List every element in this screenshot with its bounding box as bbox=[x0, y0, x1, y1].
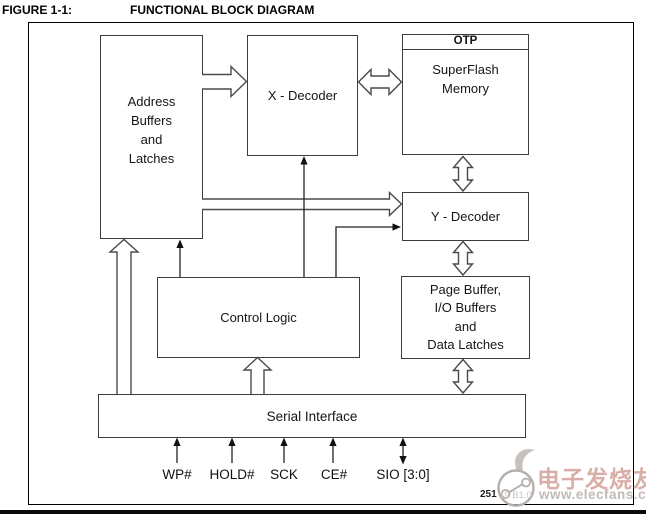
block-serial-interface-label: Serial Interface bbox=[266, 408, 358, 424]
watermark-url-text: www.elecfans.com bbox=[539, 487, 646, 502]
block-page-buffer-label: Page Buffer, I/O Buffers and Data Latche… bbox=[427, 281, 504, 353]
signal-label-hold: HOLD# bbox=[209, 467, 255, 482]
otp-header: OTP bbox=[403, 35, 528, 50]
page-bottom-rule bbox=[0, 510, 646, 514]
block-control-logic-label: Control Logic bbox=[220, 310, 297, 325]
block-superflash-label: SuperFlash Memory bbox=[432, 62, 499, 96]
block-page-buffer: Page Buffer, I/O Buffers and Data Latche… bbox=[401, 276, 530, 359]
figure-number: FIGURE 1-1: bbox=[2, 3, 73, 17]
figure-title: FUNCTIONAL BLOCK DIAGRAM bbox=[130, 3, 315, 17]
block-control-logic: Control Logic bbox=[157, 277, 360, 358]
watermark-chinese-text: 电子发烧友 bbox=[537, 466, 646, 492]
signal-label-sio: SIO [3:0] bbox=[376, 467, 430, 482]
block-x-decoder: X - Decoder bbox=[247, 35, 358, 156]
block-address-buffers: Address Buffers and Latches bbox=[100, 35, 203, 239]
footer-stamp-code: 19 B1.0 bbox=[499, 490, 532, 501]
block-address-buffers-label: Address Buffers and Latches bbox=[127, 94, 176, 166]
block-serial-interface: Serial Interface bbox=[98, 394, 526, 438]
diagram-frame bbox=[28, 22, 634, 505]
block-y-decoder: Y - Decoder bbox=[402, 192, 529, 241]
block-superflash-memory: OTP SuperFlash Memory bbox=[402, 34, 529, 155]
signal-label-sck: SCK bbox=[270, 467, 298, 482]
signal-label-ce: CE# bbox=[320, 467, 348, 482]
block-y-decoder-label: Y - Decoder bbox=[430, 209, 501, 224]
signal-label-wp: WP# bbox=[162, 467, 192, 482]
footer-page-code: 251 bbox=[480, 489, 497, 500]
elecfans-logo-watermark bbox=[497, 449, 535, 507]
block-x-decoder-label: X - Decoder bbox=[267, 88, 338, 103]
